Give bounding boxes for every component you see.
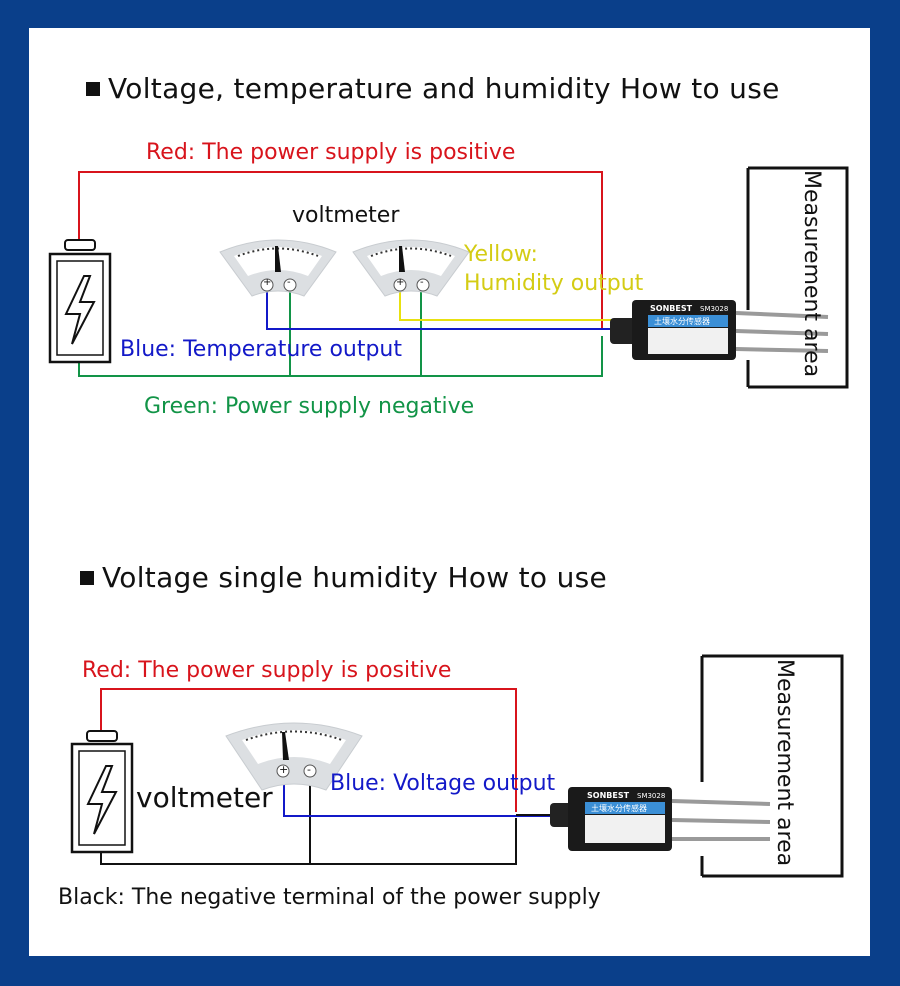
section2-blue-wire [283, 776, 552, 817]
section1-measurement-area-box [748, 166, 849, 389]
section1-blue-wire [266, 290, 632, 330]
s2-meter-minus: - [307, 763, 311, 776]
section2-sensor-model: SM3028 [637, 792, 666, 800]
section2-black-wire [100, 818, 517, 865]
section2-battery-icon [70, 730, 134, 854]
section2-heading-text: Voltage single humidity How to use [102, 561, 608, 594]
bullet-square-icon [86, 82, 100, 96]
section2-blue-label: Blue: Voltage output [330, 771, 556, 796]
section2-heading: Voltage single humidity How to use [80, 561, 607, 594]
section2-red-wire [100, 688, 517, 812]
section1-heading-text: Voltage, temperature and humidity How to… [108, 72, 780, 105]
section1-red-label: Red: The power supply is positive [146, 140, 516, 165]
section1-blue-label: Blue: Temperature output [120, 337, 403, 362]
section2-black-label: Black: The negative terminal of the powe… [58, 885, 601, 910]
section2-sensor-brand: SONBEST [587, 791, 630, 800]
section1-green-wire [78, 336, 603, 377]
section2-red-label: Red: The power supply is positive [82, 658, 452, 683]
section1-sensor-model: SM3028 [700, 305, 729, 313]
section1-voltmeter-label: voltmeter [292, 203, 400, 228]
s1-meter2-minus: - [420, 277, 424, 288]
s1-meter2-plus: + [396, 277, 405, 288]
section1-voltmeter-2 [352, 239, 470, 297]
section2-voltmeter-label: voltmeter [136, 781, 273, 814]
s2-meter-plus: + [279, 763, 289, 776]
section1-voltmeter-1 [219, 239, 337, 297]
section1-sensor-name: 土壤水分传感器 [654, 317, 710, 326]
section2-soil-sensor [550, 787, 771, 851]
section1-red-wire [78, 171, 603, 330]
bullet-square-icon [80, 571, 94, 585]
section1-yellow-label-1: Yellow: [464, 242, 538, 267]
section2-measurement-area-label: Measurement area [772, 659, 797, 867]
section1-yellow-wire [399, 290, 632, 321]
section2-sensor-name: 土壤水分传感器 [591, 804, 647, 813]
section2-measurement-area-box [702, 654, 844, 878]
s1-meter1-plus: + [263, 277, 272, 288]
section1-yellow-label-2: Humidity output [464, 271, 644, 296]
section1-soil-sensor [610, 300, 829, 360]
section2-voltmeter [225, 722, 363, 791]
s1-meter1-minus: - [287, 277, 291, 288]
section1-green-label: Green: Power supply negative [144, 394, 475, 419]
section1-battery-icon [48, 239, 112, 364]
section1-heading: Voltage, temperature and humidity How to… [86, 72, 780, 105]
section1-measurement-area-label: Measurement area [799, 170, 824, 378]
section1-sensor-brand: SONBEST [650, 304, 693, 313]
